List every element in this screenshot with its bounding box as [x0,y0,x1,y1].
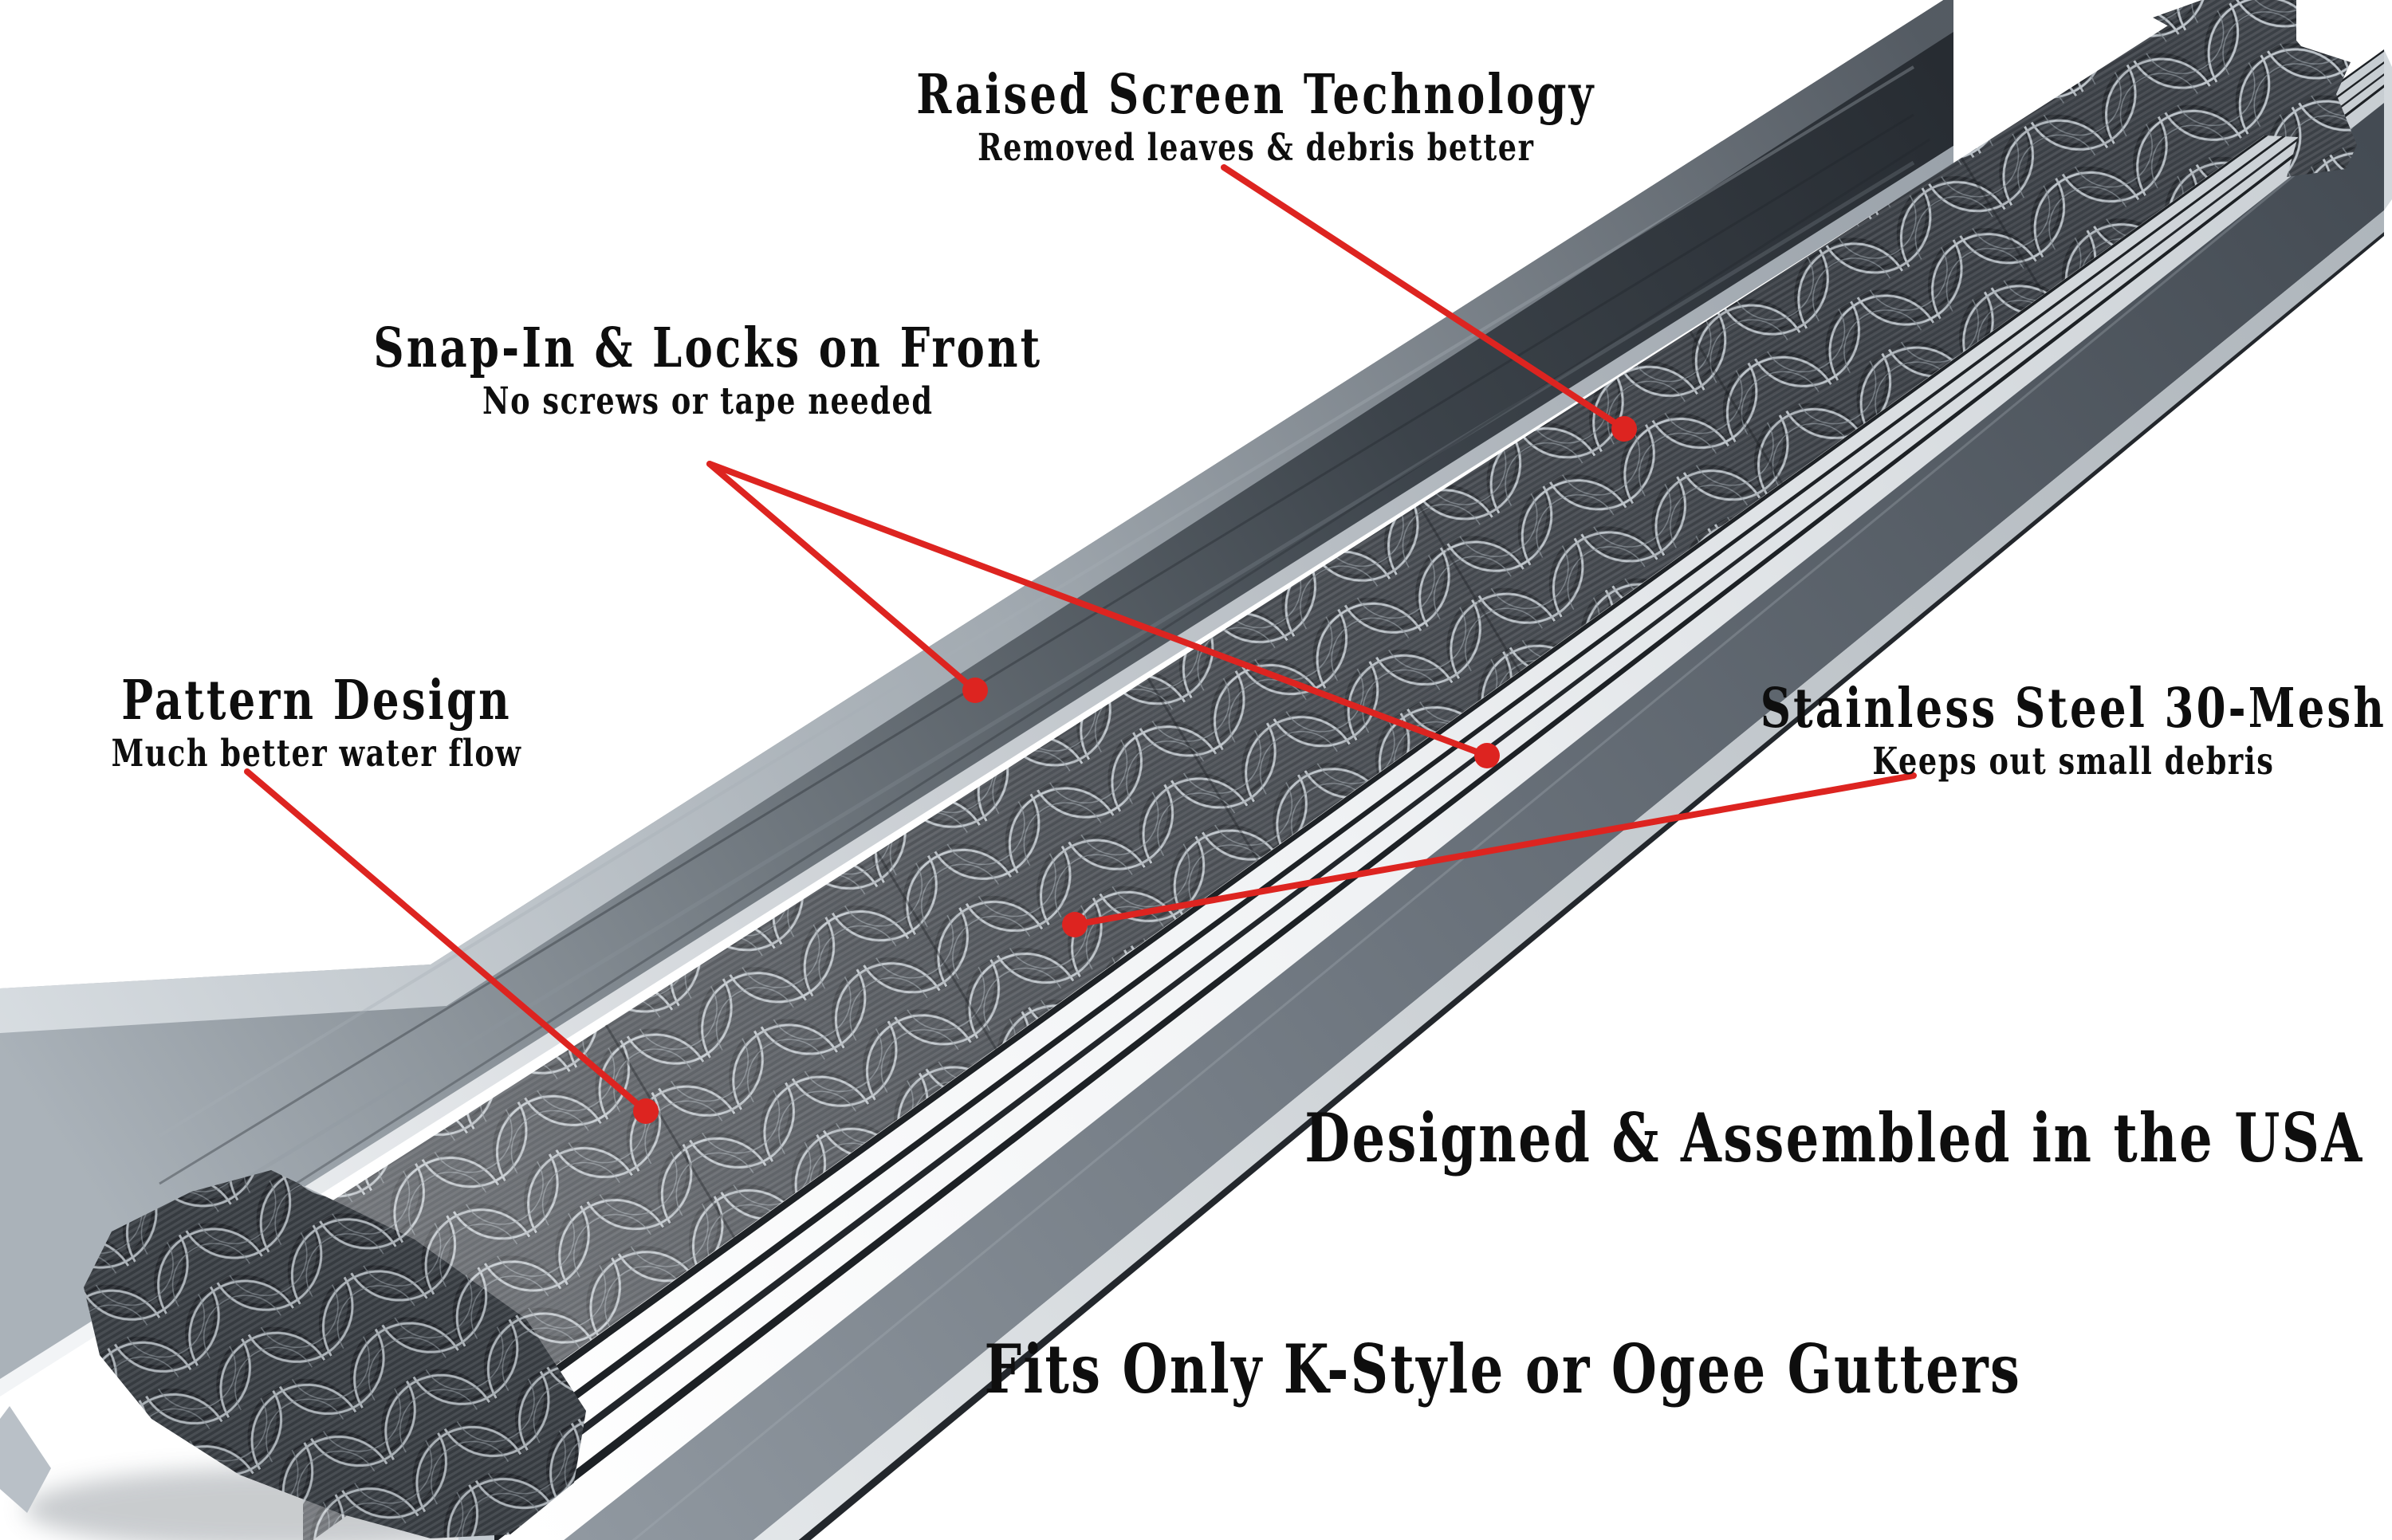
mesh-panel-seams [604,157,2103,1257]
callout-dot-snap-in-front [1474,743,1500,768]
mesh-ragged-end-right [2153,0,2357,177]
callout-title: Pattern Design [121,669,512,733]
callout-dot-stainless-mesh [1062,912,1088,937]
leader-line-raised-screen [1221,164,1627,432]
front-bottom-lip [753,210,2384,1540]
mesh-drape-end-left [84,1170,586,1538]
rails-end-cap-right [2384,49,2392,210]
callout-title: Raised Screen Technology [915,63,1596,127]
leader-line-snap-in-b [706,461,1490,759]
callout-dot-snap-in-rear [962,678,988,703]
stainless-mesh-screen [303,0,2296,1540]
callout-dots [633,416,1637,1124]
front-under-edge [798,232,2384,1540]
leader-line-snap-in-a [706,461,978,693]
callout-title: Snap-In & Locks on Front [373,316,1043,380]
callout-title: Stainless Steel 30-Mesh [1760,677,2386,741]
leader-line-stainless-mesh [1072,772,1917,928]
front-face [564,49,2392,1540]
leader-lines [244,164,1917,1114]
callout-dot-raised-screen [1611,416,1637,442]
leader-line-pattern-design [244,768,649,1114]
callout-dot-pattern-design [633,1098,659,1124]
callout-subtitle: Keeps out small debris [1871,739,2275,784]
callout-subtitle: No screws or tape needed [482,379,934,423]
callout-subtitle: Removed leaves & debris better [977,125,1535,170]
flange-end-cut [0,1406,51,1513]
snap-edge-highlight [0,146,1953,1397]
front-rails [458,49,2384,1540]
callout-subtitle: Much better water flow [111,731,522,776]
